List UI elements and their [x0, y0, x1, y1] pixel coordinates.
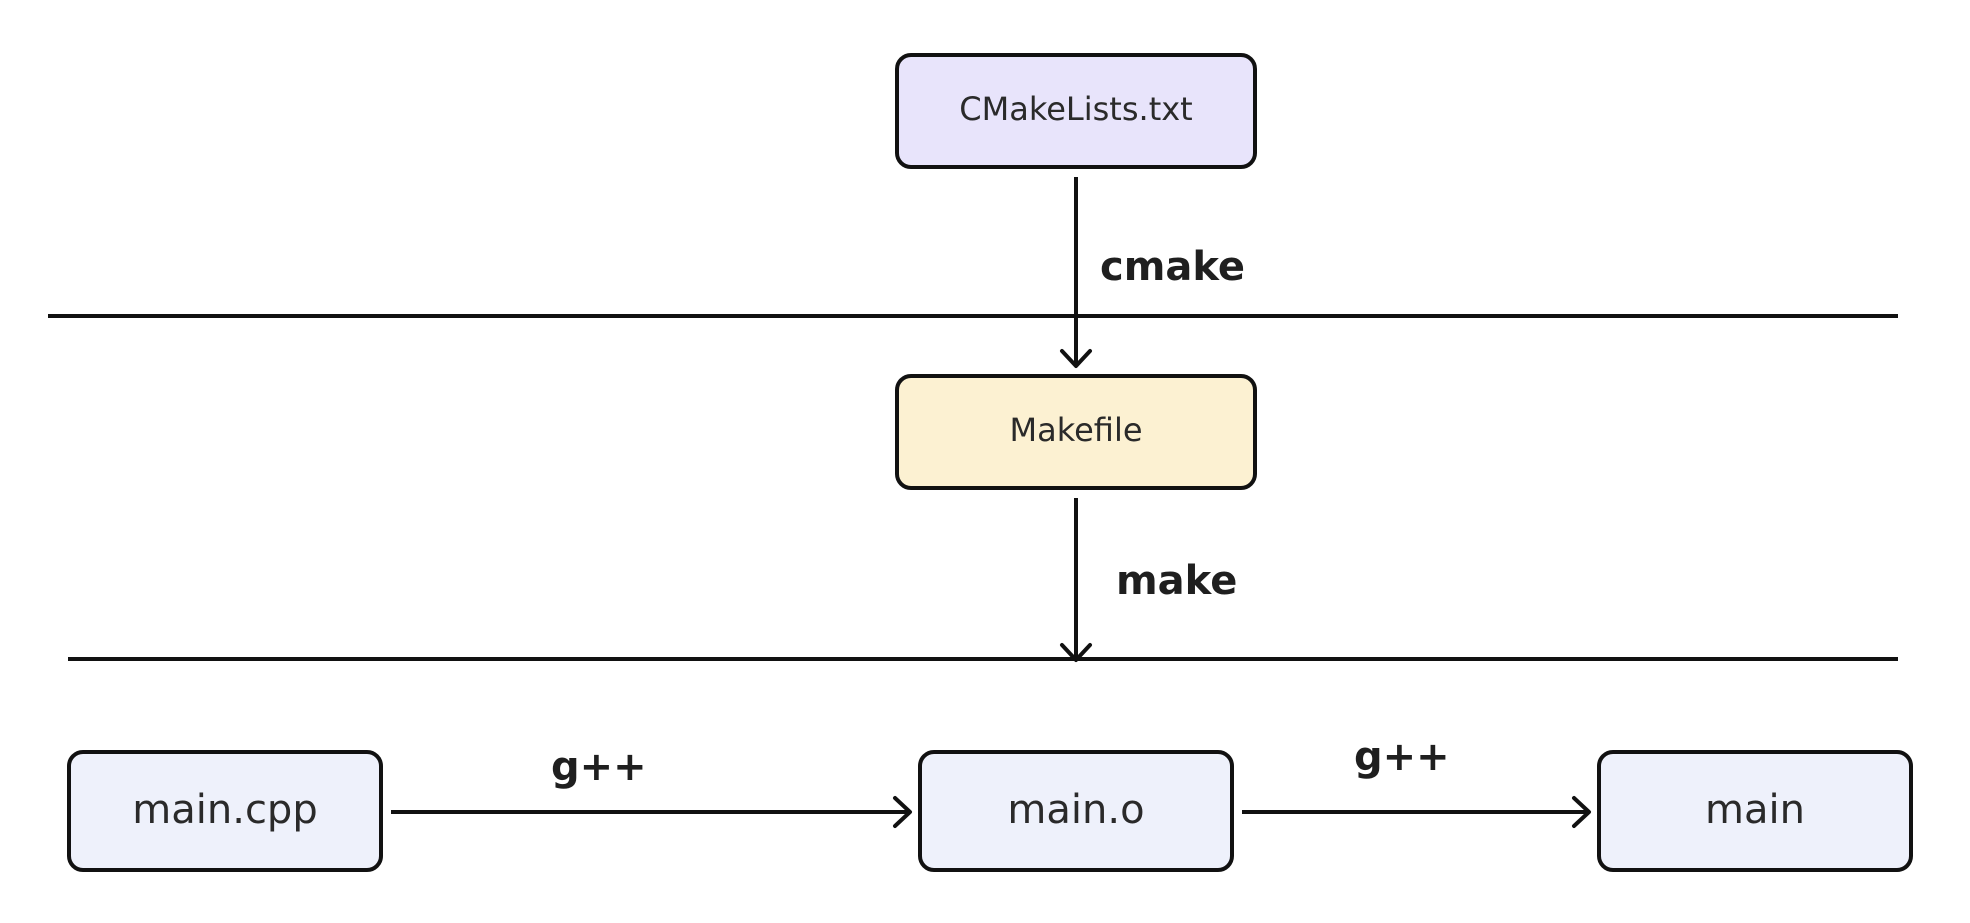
- edge-make: make: [1060, 498, 1237, 662]
- node-makefile: Makefile: [895, 374, 1257, 490]
- edge-cmake: cmake: [1060, 177, 1245, 368]
- node-main-label: main: [1705, 787, 1805, 833]
- edge-link-arrowhead: [1572, 796, 1591, 828]
- edge-make-label: make: [1116, 558, 1237, 604]
- node-main-cpp-label: main.cpp: [132, 787, 317, 833]
- edge-cmake-label: cmake: [1100, 244, 1245, 290]
- edge-compile-label: g++: [551, 744, 647, 790]
- node-main-cpp: main.cpp: [67, 750, 383, 872]
- edge-compile: g++: [391, 744, 912, 828]
- node-cmakelists-label: CMakeLists.txt: [959, 90, 1192, 128]
- edge-make-arrowhead: [1060, 643, 1092, 662]
- node-makefile-label: Makefile: [1009, 411, 1142, 449]
- node-cmakelists: CMakeLists.txt: [895, 53, 1257, 169]
- edge-compile-arrowhead: [893, 796, 912, 828]
- edge-cmake-arrowhead: [1060, 349, 1092, 368]
- node-main-o: main.o: [918, 750, 1234, 872]
- node-main-o-label: main.o: [1007, 787, 1144, 833]
- edge-link: g++: [1242, 734, 1591, 828]
- edge-link-label: g++: [1354, 734, 1450, 780]
- node-main: main: [1597, 750, 1913, 872]
